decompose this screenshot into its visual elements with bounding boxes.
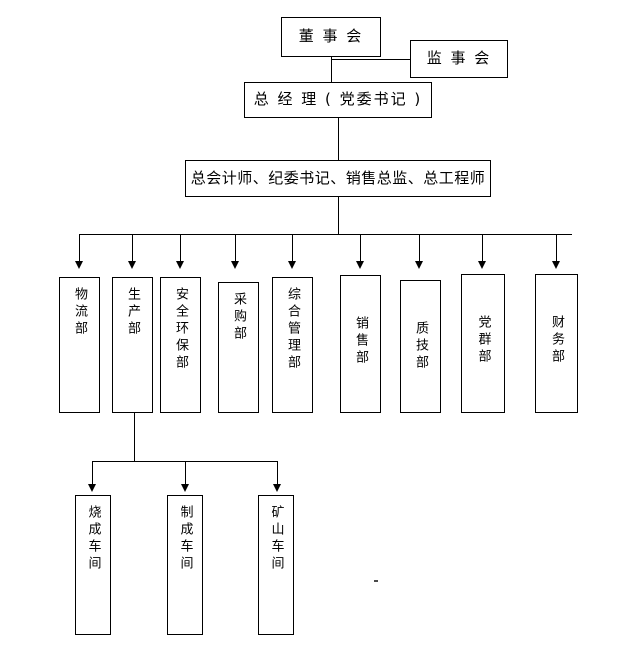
connector-gm-to-executives [338,118,339,160]
node-workshop-calcination-label: 烧成车间 [85,505,101,573]
arrow-dept-7 [415,261,423,269]
node-workshop-calcination[interactable]: 烧成车间 [75,495,111,635]
arrow-dept-2 [128,261,136,269]
connector-production-stem [134,413,135,461]
node-general-manager[interactable]: 总 经 理 ( 党委书记 ) [244,82,432,118]
arrow-workshop-2 [181,484,189,492]
connector-drop-workshop-3 [277,461,278,485]
node-department-general-management[interactable]: 综合管理部 [272,277,313,413]
arrow-dept-9 [552,261,560,269]
connector-drop-workshop-2 [185,461,186,485]
connector-drop-dept-6 [360,234,361,262]
node-workshop-mine[interactable]: 矿山车间 [258,495,294,635]
node-department-procurement-label: 采购部 [231,292,246,343]
connector-drop-dept-2 [132,234,133,262]
node-department-general-management-label: 综合管理部 [285,287,300,372]
node-board-of-directors[interactable]: 董 事 会 [281,17,381,57]
node-department-party-mass-work[interactable]: 党群部 [461,274,505,413]
node-department-sales[interactable]: 销售部 [340,275,381,413]
node-department-procurement[interactable]: 采购部 [218,282,259,413]
node-department-safety-environment-label: 安全环保部 [173,287,188,372]
arrow-dept-6 [356,261,364,269]
node-department-production-label: 生产部 [125,287,140,338]
node-department-production[interactable]: 生产部 [112,277,153,413]
arrow-dept-8 [478,261,486,269]
node-department-finance[interactable]: 财务部 [535,274,578,413]
connector-drop-dept-4 [235,234,236,262]
node-board-of-supervisors[interactable]: 监 事 会 [410,40,508,78]
connector-department-bus [79,234,572,235]
scan-artifact-dot [374,580,378,582]
node-department-logistics-label: 物流部 [72,287,87,338]
arrow-workshop-1 [88,484,96,492]
arrow-dept-4 [231,261,239,269]
node-workshop-finishing-label: 制成车间 [177,505,193,573]
connector-drop-dept-8 [482,234,483,262]
node-workshop-mine-label: 矿山车间 [268,505,284,573]
arrow-dept-1 [75,261,83,269]
node-department-safety-environment[interactable]: 安全环保部 [160,277,201,413]
arrow-workshop-3 [273,484,281,492]
node-board-of-directors-label: 董 事 会 [298,27,364,46]
connector-drop-dept-3 [180,234,181,262]
arrow-dept-5 [288,261,296,269]
connector-board-to-supervisors [331,59,410,60]
node-board-of-supervisors-label: 监 事 会 [426,49,492,68]
connector-board-stem [331,57,332,82]
node-department-finance-label: 财务部 [549,315,564,366]
node-department-quality-technology-label: 质技部 [413,321,428,372]
node-department-logistics[interactable]: 物流部 [59,277,100,413]
connector-executives-stem [338,197,339,234]
node-department-quality-technology[interactable]: 质技部 [400,280,441,413]
node-department-sales-label: 销售部 [353,316,368,367]
node-department-party-mass-work-label: 党群部 [475,315,491,366]
node-executives[interactable]: 总会计师、纪委书记、销售总监、总工程师 [185,160,491,197]
arrow-dept-3 [176,261,184,269]
connector-drop-workshop-1 [92,461,93,485]
connector-drop-dept-9 [556,234,557,262]
node-general-manager-label: 总 经 理 ( 党委书记 ) [253,90,423,109]
connector-drop-dept-5 [292,234,293,262]
connector-drop-dept-7 [419,234,420,262]
node-workshop-finishing[interactable]: 制成车间 [167,495,203,635]
connector-drop-dept-1 [79,234,80,262]
node-executives-label: 总会计师、纪委书记、销售总监、总工程师 [190,168,486,187]
